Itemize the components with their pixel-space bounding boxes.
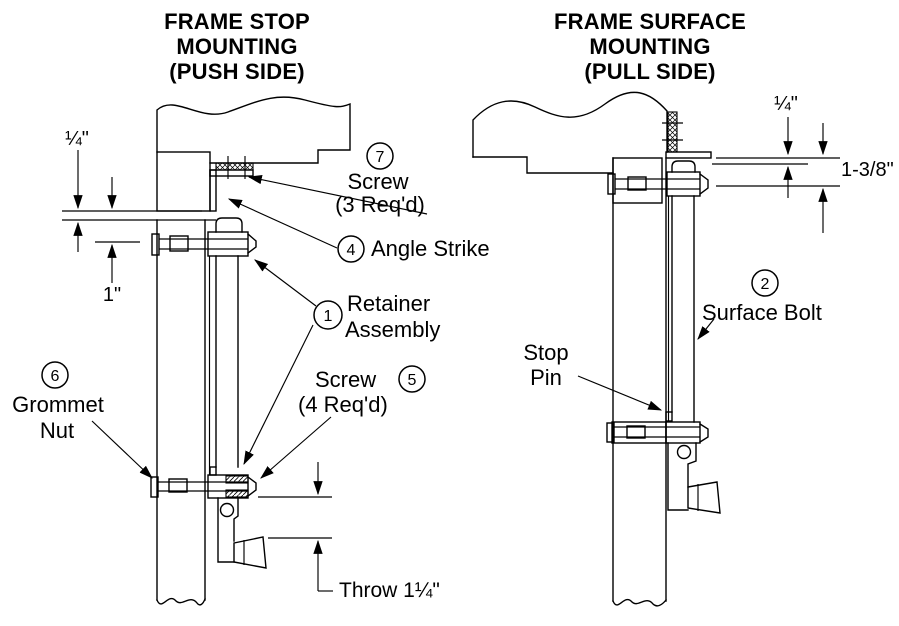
leader-retainer-upper bbox=[254, 259, 317, 307]
left-title-line3: (PUSH SIDE) bbox=[169, 59, 304, 84]
bolt-body-outline-right bbox=[667, 442, 697, 511]
label-screw-bottom-line2: (4 Req'd) bbox=[298, 392, 388, 417]
label-screw-bottom-line1: Screw bbox=[315, 367, 376, 392]
left-frame-stop-diagram: FRAME STOP MOUNTING (PUSH SIDE) ¼" 1" Th… bbox=[12, 9, 490, 606]
lower-guide-chamfer-right bbox=[699, 423, 709, 443]
upper-retainer-chamfer-right bbox=[699, 173, 709, 195]
left-title-line1: FRAME STOP bbox=[164, 9, 310, 34]
upper-grommet-head-right bbox=[607, 173, 616, 195]
callout-circle-1 bbox=[313, 300, 343, 330]
label-stop-pin-line1: Stop bbox=[523, 340, 568, 365]
leader-screw7 bbox=[247, 175, 428, 215]
lower-grommet-head bbox=[150, 476, 159, 498]
bolt-body-outline bbox=[217, 497, 239, 563]
bolt-rod-cap-right bbox=[671, 160, 696, 173]
frame-head-section bbox=[156, 96, 351, 164]
label-retainer-line1: Retainer bbox=[347, 291, 430, 316]
bolt-rod-cap bbox=[215, 217, 243, 233]
leader-surface-bolt bbox=[697, 318, 715, 340]
label-screw-top-line1: Screw bbox=[347, 169, 408, 194]
bolt-knob bbox=[233, 536, 267, 569]
lower-grommet-head-right bbox=[606, 422, 615, 443]
leader-angle-strike bbox=[227, 198, 338, 249]
upper-retainer-chamfer bbox=[247, 233, 257, 254]
callout-circle-4 bbox=[337, 235, 365, 263]
door-break-wave-right bbox=[612, 599, 667, 607]
dim-throw-label: Throw 1¼" bbox=[339, 579, 440, 602]
right-frame-surface-diagram: FRAME SURFACE MOUNTING (PULL SIDE) ¼" 1-… bbox=[472, 9, 894, 607]
lower-retainer-chamfer bbox=[247, 476, 257, 497]
lower-retainer-body bbox=[207, 474, 249, 499]
leader-stop-pin bbox=[577, 375, 663, 411]
callout-num-1: 1 bbox=[324, 308, 333, 325]
label-angle-strike: Angle Strike bbox=[371, 236, 490, 261]
upper-retainer-body bbox=[207, 231, 249, 257]
stop-pin-left bbox=[209, 466, 217, 476]
upper-grommet-nut-body bbox=[169, 235, 189, 252]
dim-quarter-right-label: ¼" bbox=[774, 93, 798, 115]
upper-grommet-head bbox=[151, 233, 160, 256]
lower-mounting-plate-right bbox=[611, 421, 667, 444]
frame-head-bottom-right bbox=[472, 156, 614, 174]
leader-retainer-lower bbox=[243, 324, 314, 466]
lower-retainer-screw-hatch-bottom bbox=[225, 489, 249, 498]
callout-circle-2 bbox=[751, 269, 779, 297]
lower-guide-body-right bbox=[665, 421, 701, 444]
door-break-wave bbox=[156, 598, 206, 606]
right-title-line3: (PULL SIDE) bbox=[584, 59, 715, 84]
bolt-body-hole bbox=[219, 502, 235, 518]
bolt-knob-right bbox=[687, 481, 721, 514]
upper-mounting-plate-right bbox=[612, 157, 663, 204]
upper-grommet-nut-body-right bbox=[627, 176, 647, 191]
strike-screws-hatch bbox=[215, 162, 254, 171]
frame-head-section-right bbox=[472, 91, 668, 158]
dim-quarter-left-label: ¼" bbox=[65, 128, 89, 150]
label-surface-bolt: Surface Bolt bbox=[702, 300, 822, 325]
callout-circle-5 bbox=[398, 365, 426, 393]
lower-retainer-screw-hatch-top bbox=[225, 475, 249, 484]
label-retainer-line2: Assembly bbox=[345, 317, 440, 342]
angle-strike-flange-right bbox=[665, 151, 712, 159]
left-title-line2: MOUNTING bbox=[176, 34, 297, 59]
callout-num-4: 4 bbox=[347, 242, 356, 259]
lower-grommet-nut-body-right bbox=[626, 425, 646, 439]
leader-screw5 bbox=[260, 416, 332, 479]
callout-num-6: 6 bbox=[51, 368, 60, 385]
label-grommet-line1: Grommet bbox=[12, 392, 104, 417]
dim-offset-label: 1-3/8" bbox=[841, 159, 894, 181]
label-screw-top-line2: (3 Req'd) bbox=[335, 192, 425, 217]
stop-pin-right bbox=[665, 411, 673, 422]
callout-circle-6 bbox=[41, 361, 69, 389]
upper-retainer-body-right bbox=[666, 171, 701, 197]
label-grommet-line2: Nut bbox=[40, 418, 74, 443]
callout-circle-7 bbox=[366, 142, 394, 170]
right-title-line2: MOUNTING bbox=[589, 34, 710, 59]
lower-grommet-nut-body bbox=[168, 478, 188, 493]
bolt-body-hole-right bbox=[676, 444, 692, 460]
frame-stop bbox=[156, 151, 211, 212]
right-title-line1: FRAME SURFACE bbox=[554, 9, 746, 34]
callout-num-2: 2 bbox=[761, 276, 770, 293]
strike-screws-hatch-right bbox=[667, 111, 678, 153]
callout-num-5: 5 bbox=[408, 372, 417, 389]
dim-one-inch-label: 1" bbox=[103, 284, 121, 306]
callout-num-7: 7 bbox=[376, 149, 385, 166]
leader-grommet-nut bbox=[91, 420, 153, 479]
label-stop-pin-line2: Pin bbox=[530, 365, 562, 390]
